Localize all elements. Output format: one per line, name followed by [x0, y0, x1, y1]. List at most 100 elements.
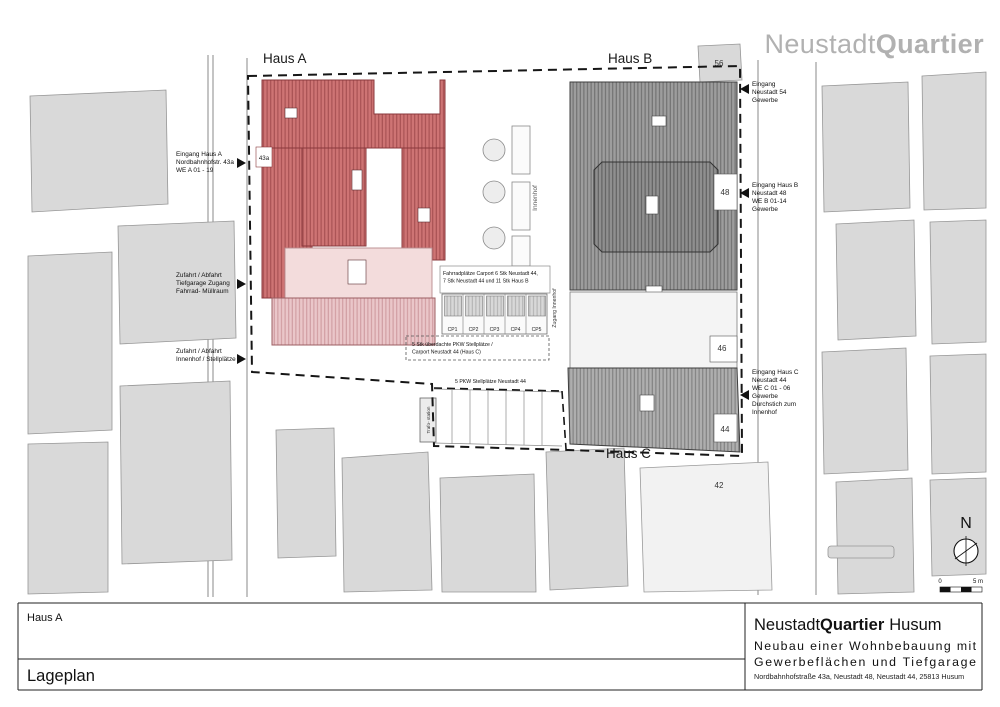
carport-roof: [486, 295, 504, 317]
brand-logo-bold: Quartier: [876, 29, 984, 59]
scale-bar-segment: [961, 587, 972, 592]
carport-stall-label: CP2: [469, 327, 479, 333]
haus-c-forecourt: [569, 291, 738, 369]
annotation-line: Tiefgarage Zugang: [176, 280, 230, 287]
titleblock-drawing-title: Lageplan: [27, 667, 95, 685]
context-building: [921, 71, 987, 211]
annotation-entrance-a: Eingang Haus A Nordbahnhofstr. 43a WE A …: [176, 151, 246, 174]
context-building: [929, 477, 987, 577]
trafo-station-box: [419, 397, 437, 443]
scale-bar-segment: [940, 587, 951, 592]
context-buildings: [27, 43, 987, 595]
annotation-line: WE B 01-14: [752, 198, 787, 205]
haus-a-terrace-core: [347, 259, 367, 285]
haus-a-south-wing: [271, 297, 436, 346]
context-building: [545, 447, 629, 591]
annotation-line: Eingang Haus A: [176, 151, 223, 158]
annotation-line: Neustadt 54: [752, 89, 787, 96]
carport-stall-label: CP3: [490, 327, 500, 333]
arrow-right-icon: [237, 158, 246, 168]
site-boundary-inner: [433, 387, 563, 392]
house-number-42: 42: [715, 481, 724, 490]
annotation-line: Innenhof / Stellplätze: [176, 356, 236, 363]
arrow-left-icon: [740, 188, 749, 198]
annotation-line: WE C 01 - 06: [752, 385, 791, 392]
context-building: [119, 380, 233, 565]
house-number-48: 48: [721, 188, 730, 197]
firm-name-part2: Quartier: [820, 616, 885, 634]
context-building: [929, 353, 987, 475]
context-building: [835, 477, 915, 595]
annotation-entrance-c: Eingang Haus C Neustadt 44 WE C 01 - 06 …: [740, 369, 799, 416]
annotation-access-courtyard: Zufahrt / Abfahrt Innenhof / Stellplätze: [176, 348, 246, 364]
bike-note-line2: 7 Stk Neustadt 44 und 11 Stk Haus B: [443, 279, 529, 285]
haus-b-buildings: [569, 81, 738, 311]
context-shed: [827, 545, 895, 559]
parking-edge: [433, 388, 563, 393]
planter: [511, 235, 531, 267]
bike-note-line1: Fahrradplätze Carport 6 Stk Neustadt 44,: [443, 271, 538, 277]
context-building: [439, 473, 537, 593]
carport-row: Fahrradplätze Carport 6 Stk Neustadt 44,…: [405, 265, 551, 361]
site-boundary-inner: [561, 390, 567, 450]
trafo-station-label: Trafo- station: [426, 406, 431, 433]
annotation-entrance-54: Eingang Neustadt 54 Gewerbe: [740, 81, 787, 104]
house-number-44: 44: [721, 425, 730, 434]
haus-c-entrance-patch: [713, 413, 738, 443]
carport-stall-label: CP1: [448, 327, 458, 333]
house-number-46: 46: [718, 344, 727, 353]
titleblock-subtitle-line2: Gewerbeflächen und Tiefgarage: [754, 655, 976, 669]
site-boundary: [246, 64, 744, 458]
annotation-line: Eingang Haus C: [752, 369, 799, 376]
house-number-43a: 43a: [259, 155, 270, 162]
haus-b-entrance-patch: [713, 173, 738, 211]
annotation-line: Gewerbe: [752, 206, 778, 213]
planter: [511, 125, 531, 175]
haus-c-buildings: [567, 291, 741, 453]
annotation-line: Nordbahnhofstr. 43a: [176, 159, 234, 166]
annotation-line: Zufahrt / Abfahrt: [176, 272, 222, 279]
annotation-entrance-b: Eingang Haus B Neustadt 48 WE B 01-14 Ge…: [740, 182, 798, 213]
firm-name-part3: Husum: [889, 616, 941, 634]
context-building: [27, 251, 113, 435]
carport-stall-label: CP4: [511, 327, 521, 333]
compass-line: [954, 542, 978, 560]
context-building: [821, 81, 911, 213]
haus-c-stair-core: [639, 394, 655, 412]
haus-b-stair-core: [645, 195, 659, 215]
bike-note-box: [439, 265, 551, 294]
annotation-line: Durchstich zum: [752, 401, 796, 408]
haus-b-stair-core: [651, 115, 667, 127]
haus-c-patch-46: [709, 335, 738, 363]
carport-roof: [507, 295, 525, 317]
titleblock-project-part: Haus A: [27, 612, 63, 624]
brand-logo: NeustadtQuartier: [764, 29, 984, 59]
haus-a-east-wing: [401, 147, 446, 261]
scale-start-label: 0: [938, 579, 942, 585]
haus-a-entrance-patch: [255, 146, 273, 168]
arrow-right-icon: [237, 279, 246, 289]
scale-end-label: 5 m: [973, 579, 983, 585]
haus-a-buildings: [255, 79, 446, 346]
tree: [482, 138, 506, 162]
context-building: [929, 219, 987, 345]
context-building: [29, 89, 169, 213]
planter: [511, 181, 531, 231]
context-building: [821, 347, 909, 475]
firm-name-part1: Neustadt: [754, 616, 820, 634]
titleblock-address: Nordbahnhofstraße 43a, Neustadt 48, Neus…: [754, 672, 964, 681]
annotation-line: Neustadt 44: [752, 377, 787, 384]
scale-bar: 0 5 m: [938, 579, 983, 593]
haus-b-label: Haus B: [608, 51, 652, 66]
carport-stall-label: CP5: [532, 327, 542, 333]
haus-a-stair-core: [284, 107, 298, 119]
carport-roof: [528, 295, 546, 317]
annotation-line: Fahrrad- Müllraum: [176, 288, 229, 295]
carport-roof: [465, 295, 483, 317]
annotation-line: Neustadt 48: [752, 190, 787, 197]
annotation-line: Eingang: [752, 81, 776, 88]
zugang-innenhof-label: Zugang Innenhof: [552, 288, 558, 328]
